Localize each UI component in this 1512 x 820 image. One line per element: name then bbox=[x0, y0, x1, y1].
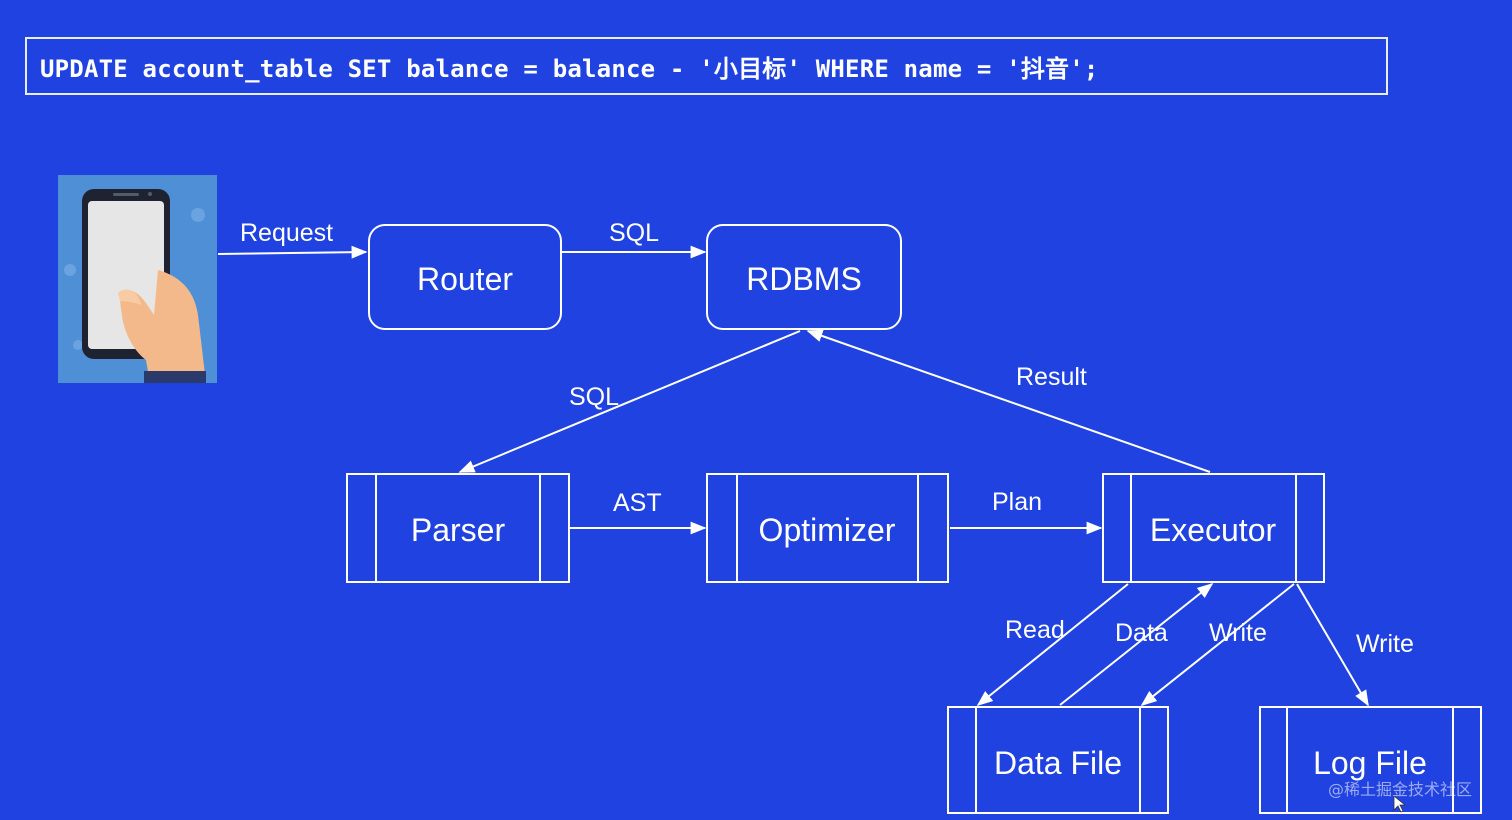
edge-sql-rdbms-parser bbox=[458, 330, 801, 473]
node-router: Router bbox=[368, 224, 562, 330]
node-optimizer: Optimizer bbox=[706, 473, 949, 583]
node-rdbms-label: RDBMS bbox=[746, 261, 862, 297]
node-executor-label: Executor bbox=[1150, 512, 1277, 548]
node-optimizer-label: Optimizer bbox=[759, 512, 896, 548]
phone-illustration bbox=[58, 175, 217, 383]
node-parser: Parser bbox=[346, 473, 570, 583]
edge-write-log bbox=[1296, 583, 1369, 707]
edge-label-read: Read bbox=[1005, 616, 1065, 644]
edge-request bbox=[217, 245, 368, 259]
sql-statement-text: UPDATE account_table SET balance = balan… bbox=[40, 54, 1099, 83]
edge-write-data bbox=[1140, 583, 1295, 706]
node-executor: Executor bbox=[1102, 473, 1325, 583]
edge-label-result: Result bbox=[1016, 363, 1087, 391]
node-data-file-label: Data File bbox=[994, 745, 1122, 781]
node-data-file: Data File bbox=[947, 706, 1169, 814]
edge-read bbox=[976, 583, 1129, 707]
edge-label-write-data: Write bbox=[1209, 619, 1267, 647]
node-log-file: Log File bbox=[1259, 706, 1482, 814]
node-rdbms: RDBMS bbox=[706, 224, 902, 330]
phone-in-hand-icon bbox=[58, 175, 217, 383]
edge-label-plan: Plan bbox=[992, 488, 1042, 516]
edge-label-data: Data bbox=[1115, 619, 1168, 647]
edge-label-sql-router-rdbms: SQL bbox=[609, 219, 659, 247]
edge-label-write-log: Write bbox=[1356, 630, 1414, 658]
edge-label-ast: AST bbox=[613, 489, 662, 517]
node-parser-label: Parser bbox=[411, 512, 506, 548]
edge-label-sql-rdbms-parser: SQL bbox=[569, 383, 619, 411]
watermark: @稀土掘金技术社区 bbox=[1328, 780, 1473, 799]
node-router-label: Router bbox=[417, 261, 513, 297]
edge-result bbox=[806, 329, 1211, 473]
sql-statement-box: UPDATE account_table SET balance = balan… bbox=[25, 37, 1388, 95]
edge-label-request: Request bbox=[240, 219, 333, 247]
edge-data bbox=[1059, 583, 1214, 706]
node-log-file-label: Log File bbox=[1313, 745, 1427, 781]
mouse-cursor-icon bbox=[1393, 795, 1407, 813]
